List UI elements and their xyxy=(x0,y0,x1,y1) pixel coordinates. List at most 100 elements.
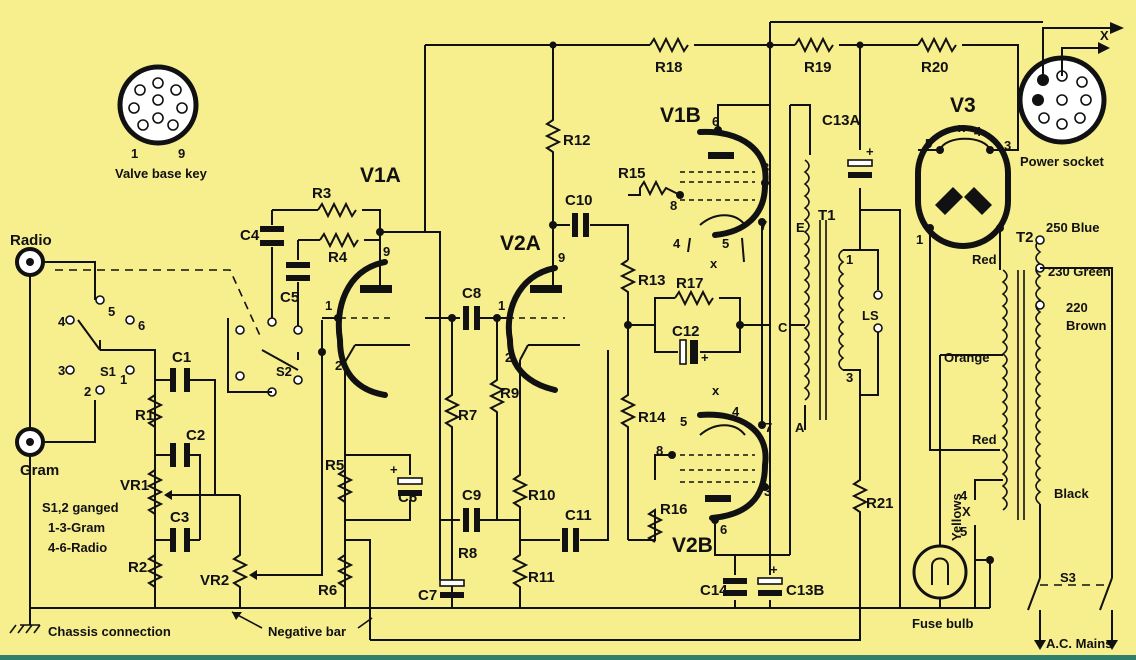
r5-label: R5 xyxy=(325,457,344,474)
gram-label: Gram xyxy=(20,462,59,479)
c13a-plus: + xyxy=(866,144,874,159)
s1-label: S1 xyxy=(100,364,116,379)
r15-label: R15 xyxy=(618,165,646,182)
t1-a-label: A xyxy=(795,420,805,435)
arrow-icon xyxy=(1098,42,1110,54)
v2b-cathode xyxy=(699,424,746,436)
resistor-r5 xyxy=(336,469,354,503)
capacitor-c8 xyxy=(463,306,469,330)
potentiometer-vr1 xyxy=(146,469,164,515)
power-socket: Power socket X xyxy=(1017,22,1124,169)
c8-label: C8 xyxy=(462,285,481,302)
socket-feed-wire xyxy=(1042,27,1110,80)
s2-label: S2 xyxy=(276,364,292,379)
capacitor-c10 xyxy=(572,213,578,237)
input-section: Radio Gram 4 5 6 3 2 1 S1 S1,2 ganged 1-… xyxy=(10,232,323,608)
switch-pin-2-label: 2 xyxy=(84,384,91,399)
switch-s1-arm xyxy=(77,319,101,351)
yellows-label: Yellows xyxy=(949,493,964,541)
t1-core xyxy=(819,220,827,420)
v3-envelope xyxy=(915,125,1011,249)
c10-label: C10 xyxy=(565,192,593,209)
base-key-pin-9-label: 9 xyxy=(178,146,185,161)
switch-s3-arm xyxy=(1027,577,1113,611)
v1b-pin-3: 3 xyxy=(762,160,769,175)
base-pin xyxy=(176,102,188,114)
v2a-label: V2A xyxy=(500,232,541,255)
r12-label: R12 xyxy=(563,132,591,149)
ganged-note-1: S1,2 ganged xyxy=(42,500,119,515)
t1-label: T1 xyxy=(818,207,836,224)
output-transformer-t1: T1 E C A 1 3 LS + C13A R21 xyxy=(778,45,901,608)
base-pin xyxy=(152,112,164,124)
base-pin xyxy=(167,119,179,131)
switch-pin-1-label: 1 xyxy=(120,372,127,387)
tap-230-label: 230 Green xyxy=(1048,264,1111,279)
v3-label: V3 xyxy=(950,94,976,117)
socket-pin xyxy=(1074,112,1086,124)
v1b-pin-4: 4 xyxy=(673,236,681,251)
resistor-r6 xyxy=(336,554,354,588)
t1-1-label: 1 xyxy=(846,252,853,267)
capacitor-c6 xyxy=(397,477,423,485)
resistor-r10-r11 xyxy=(511,360,529,608)
arrow-icon xyxy=(232,612,242,620)
capacitor-c14 xyxy=(723,578,747,584)
v3-anode-left xyxy=(935,187,963,215)
t2-primary-winding xyxy=(1035,239,1042,505)
resistor-r12 xyxy=(544,45,562,285)
c11-label: C11 xyxy=(565,507,592,524)
switch-s2-arm xyxy=(261,349,299,371)
tap-220-label-b: Brown xyxy=(1066,318,1107,333)
capacitor-c4 xyxy=(260,226,284,232)
radio-label: Radio xyxy=(10,232,52,249)
r1-label: R1 xyxy=(135,407,154,424)
capacitor-c12 xyxy=(679,339,687,365)
switch-pin-5-label: 5 xyxy=(108,304,115,319)
r6-label: R6 xyxy=(318,582,337,599)
base-pin xyxy=(137,119,149,131)
r11-label: R11 xyxy=(528,569,555,586)
resistor-r9 xyxy=(488,318,506,520)
fuse-bulb xyxy=(912,544,968,600)
c6-label: C6 xyxy=(398,489,417,506)
bottom-border xyxy=(0,655,1136,660)
socket-pin xyxy=(1056,94,1068,106)
r19-label: R19 xyxy=(804,59,832,76)
switch-pin-4-label: 4 xyxy=(58,314,66,329)
base-pin xyxy=(152,94,164,106)
resistor-r18 xyxy=(649,36,689,54)
arrow-icon xyxy=(164,490,172,500)
v1b-x: x xyxy=(710,256,718,271)
v2a-envelope xyxy=(505,265,558,393)
arrow-icon xyxy=(1034,640,1046,650)
v2b-grids xyxy=(680,454,755,483)
r18-label: R18 xyxy=(655,59,683,76)
mains-transformer-t2: Red Orange Red 250 Blue 230 Green 220 Br… xyxy=(912,220,1118,651)
fuse-bulb-filament xyxy=(931,557,949,585)
v1a-anode xyxy=(360,285,392,293)
s3-label: S3 xyxy=(1060,570,1076,585)
negative-bar: Chassis connection Negative bar xyxy=(9,607,990,641)
base-pin xyxy=(128,102,140,114)
t1-secondary-winding xyxy=(838,249,845,371)
v1a-envelope xyxy=(335,259,388,398)
v3-pin-5: 5 xyxy=(925,136,932,151)
valve-base-key-label: Valve base key xyxy=(115,166,208,181)
resistor-r21 xyxy=(851,395,869,608)
resistor-r15 xyxy=(628,179,681,197)
power-socket-label: Power socket xyxy=(1020,154,1104,169)
orange-label: Orange xyxy=(944,350,990,365)
fuse-bulb-label: Fuse bulb xyxy=(912,616,973,631)
r20-label: R20 xyxy=(921,59,949,76)
socket-pin xyxy=(1032,94,1044,106)
v3-pin-1: 1 xyxy=(916,232,923,247)
arrow-icon xyxy=(249,570,257,580)
capacitor-c13a xyxy=(847,159,873,167)
ganged-note-2: 1-3-Gram xyxy=(48,520,105,535)
resistor-r16 xyxy=(628,454,672,543)
base-pin xyxy=(152,77,164,89)
r17-label: R17 xyxy=(676,275,704,292)
valve-v1b: V1B 6 3 7 8 4 5 x R15 xyxy=(618,104,770,325)
